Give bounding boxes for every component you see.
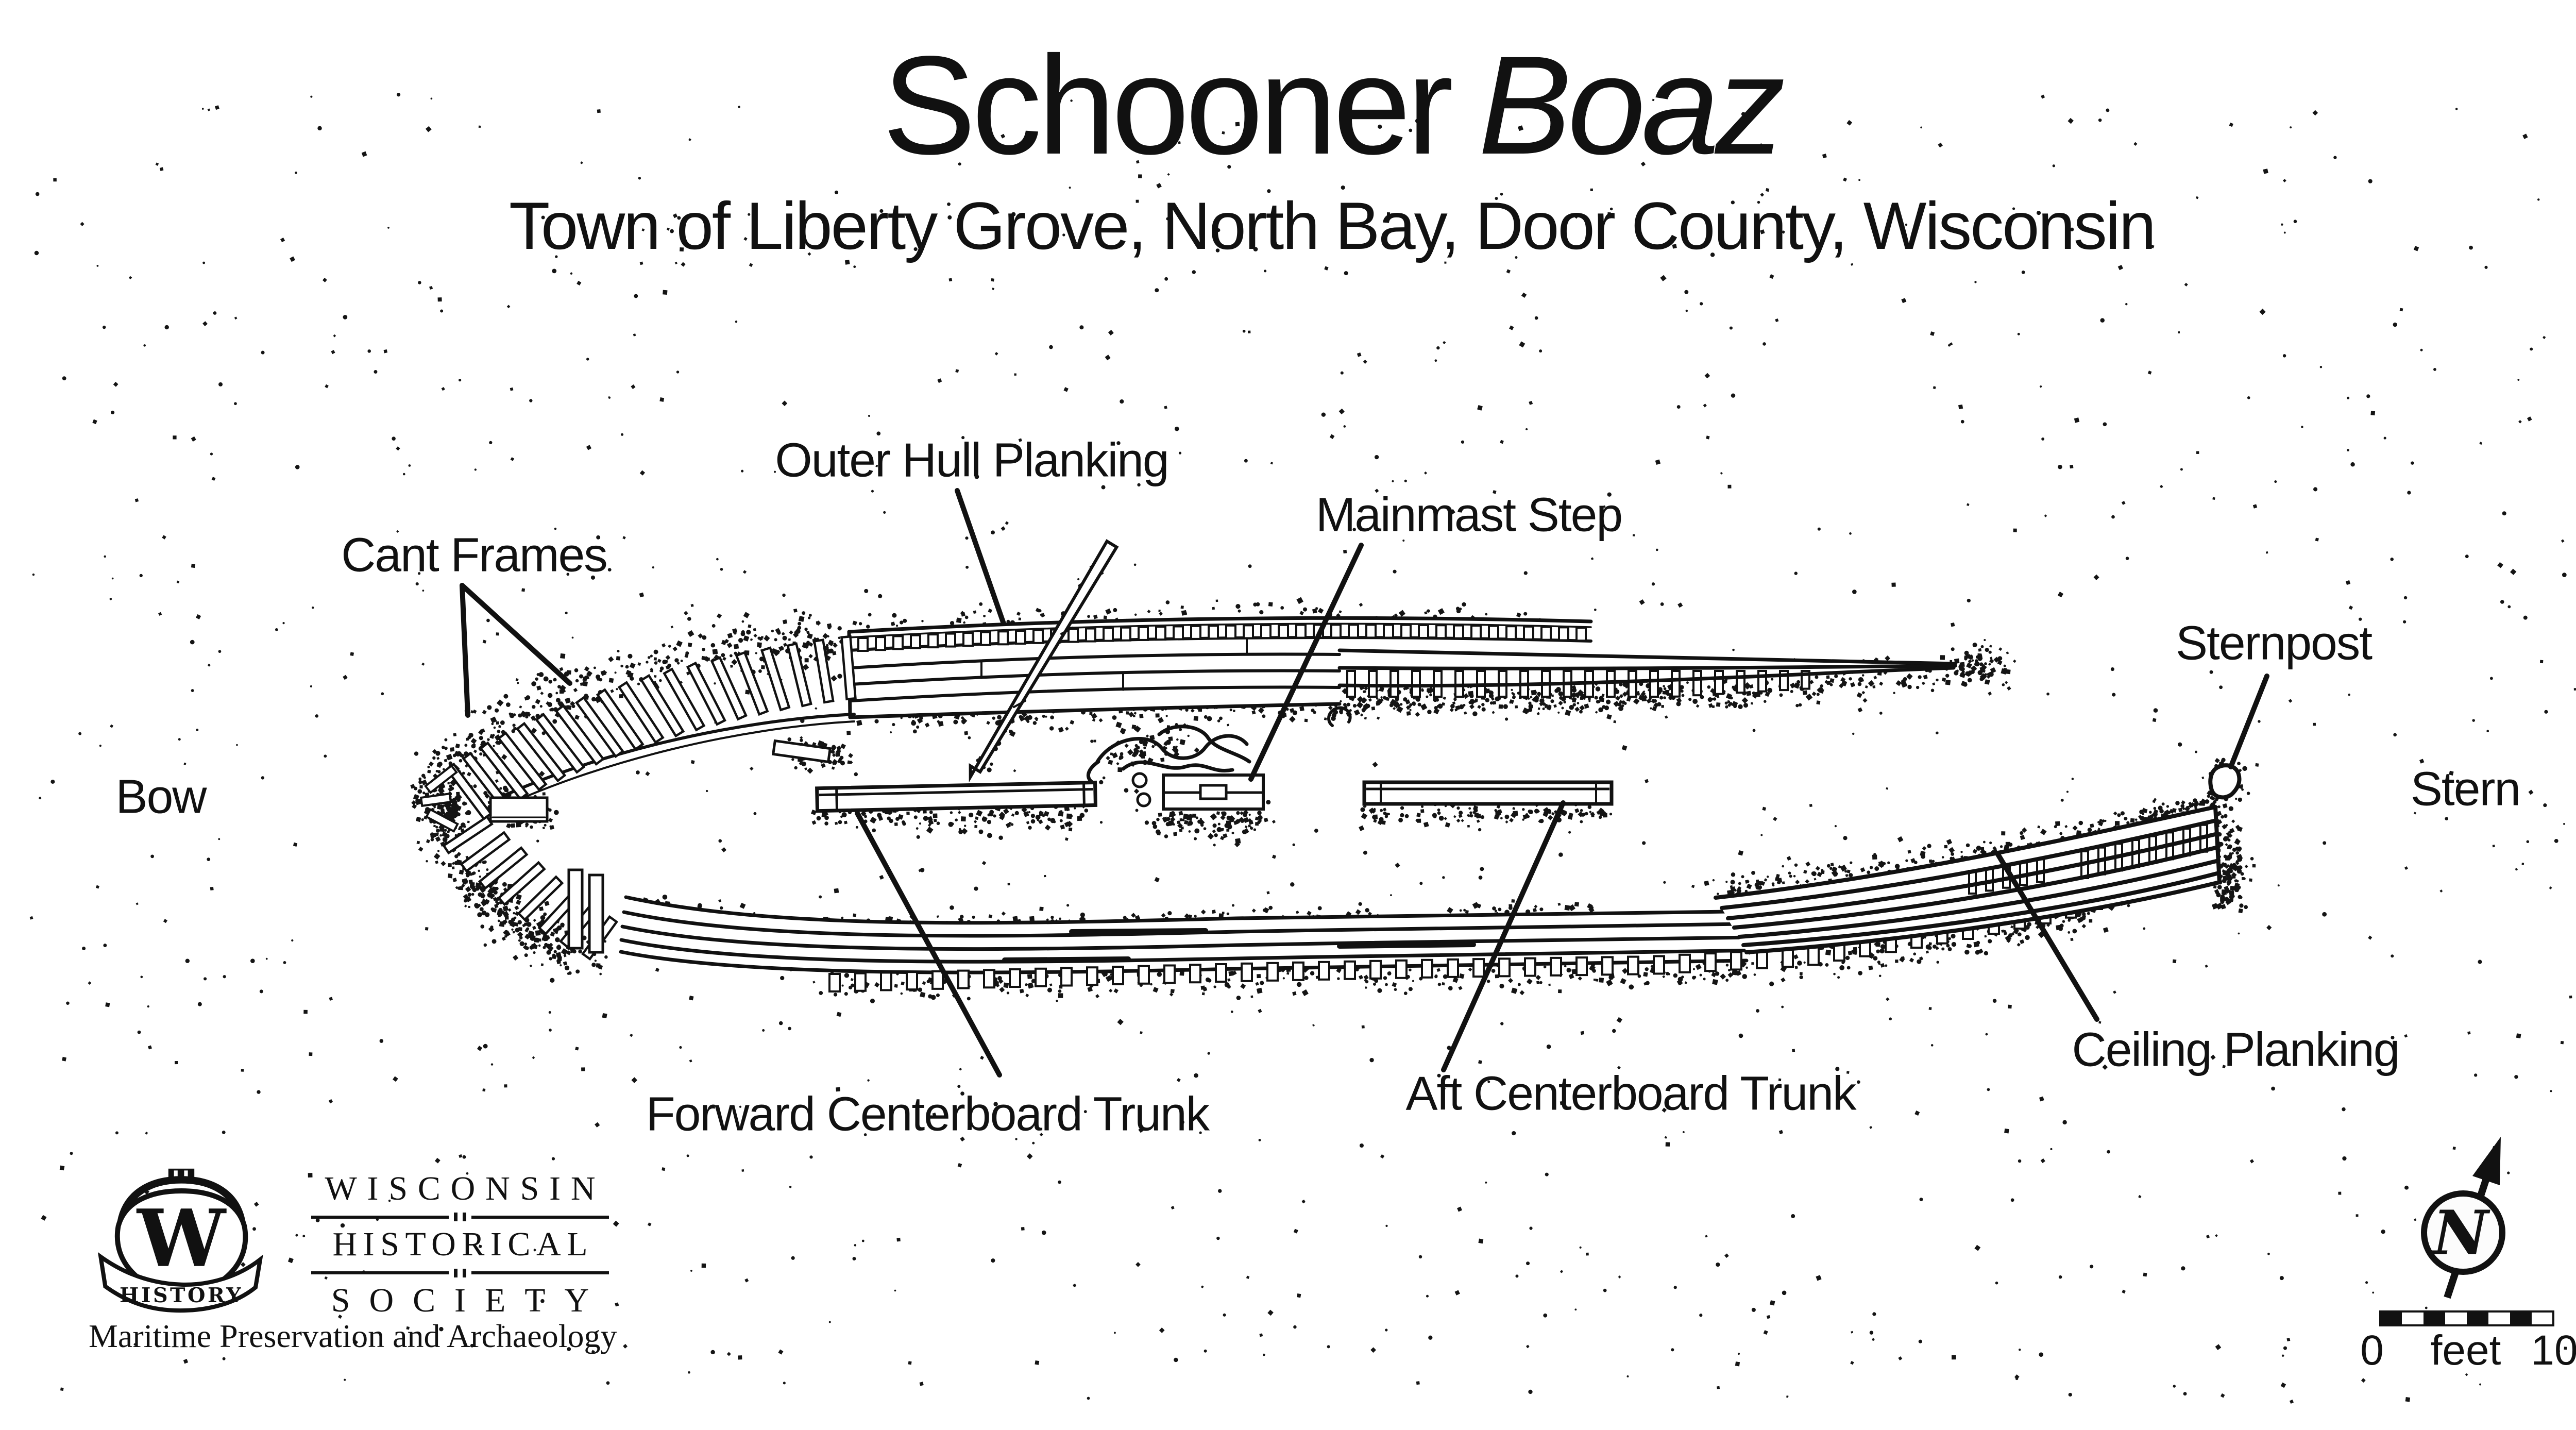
wordmark-rule xyxy=(311,1268,609,1277)
whs-emblem-logo: W HISTORY xyxy=(97,1168,263,1313)
title-main: Schooner xyxy=(882,27,1453,183)
scale-zero: 0 xyxy=(2360,1327,2384,1374)
scale-ten: 10 xyxy=(2531,1327,2576,1374)
wordmark-line-2: HISTORICAL xyxy=(332,1225,594,1264)
label-forward-centerboard-trunk: Forward Centerboard Trunk xyxy=(646,1087,1210,1141)
label-aft-centerboard-trunk: Aft Centerboard Trunk xyxy=(1405,1066,1857,1120)
wordmark-line-3: SOCIETY xyxy=(331,1281,608,1319)
label-stern: Stern xyxy=(2410,762,2521,816)
north-letter: N xyxy=(2431,1197,2490,1269)
wordmark-rule xyxy=(311,1213,609,1222)
label-sternpost: Sternpost xyxy=(2175,616,2372,670)
hull-structure xyxy=(419,539,2242,992)
label-outer-hull-planking: Outer Hull Planking xyxy=(775,433,1169,487)
page-subtitle: Town of Liberty Grove, North Bay, Door C… xyxy=(509,188,2156,263)
credit-tagline: Maritime Preservation and Archaeology xyxy=(89,1318,617,1354)
north-arrow-icon: N xyxy=(2421,1137,2505,1299)
label-bow: Bow xyxy=(115,769,207,823)
scale-unit: feet xyxy=(2431,1327,2501,1374)
emblem-w-letter: W xyxy=(136,1192,227,1285)
label-cant-frames: Cant Frames xyxy=(341,528,607,582)
label-mainmast-step: Mainmast Step xyxy=(1315,487,1623,542)
whs-wordmark: WISCONSIN HISTORICAL SOCIETY xyxy=(311,1171,609,1318)
title-vessel-name: Boaz xyxy=(1478,27,1785,183)
scale-bar: 0 feet 10 xyxy=(2360,1310,2576,1374)
wordmark-line-1: WISCONSIN xyxy=(325,1170,606,1207)
label-ceiling-planking: Ceiling Planking xyxy=(2072,1022,2400,1076)
emblem-banner-text: HISTORY xyxy=(120,1284,243,1307)
leader-lines xyxy=(460,488,2269,1078)
